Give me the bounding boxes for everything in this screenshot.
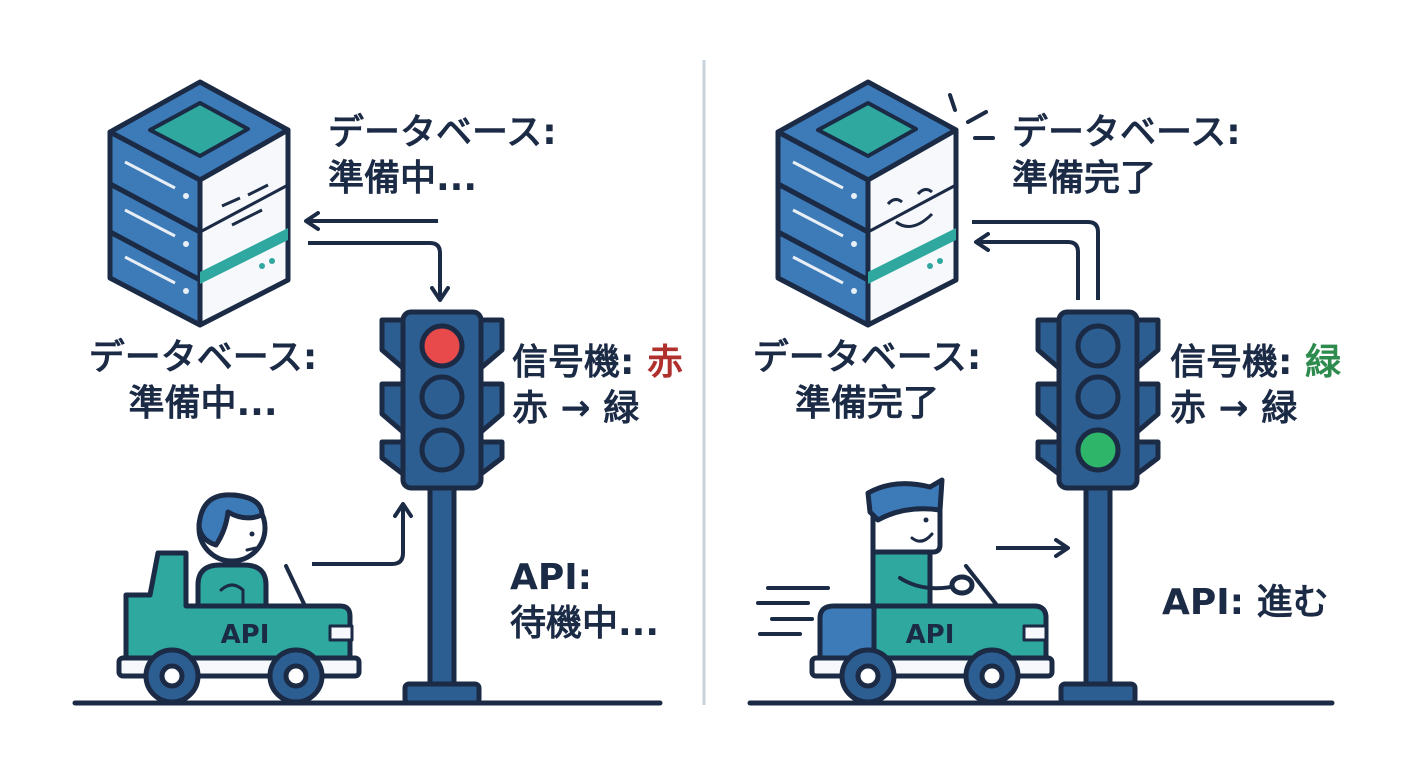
- right-speed-lines: [756, 586, 830, 636]
- right-db-status-bottom-line2: 準備完了: [794, 383, 939, 424]
- right-panel: API: [747, 79, 1335, 706]
- left-arrow-db-to-signal: [308, 241, 450, 302]
- left-db-status-top: データベース: 準備中...: [328, 110, 557, 202]
- right-db-status-bottom-line1: データベース:: [752, 337, 982, 378]
- left-signal-transition: 赤 → 緑: [512, 388, 640, 429]
- right-arrow-signal-to-database: [972, 220, 1100, 300]
- right-db-status-top-line2: 準備完了: [1012, 158, 1157, 199]
- left-db-status-bottom-line2: 準備中...: [128, 383, 278, 424]
- right-db-status-top-line1: データベース:: [1012, 112, 1241, 153]
- left-green-light: [419, 427, 465, 473]
- left-yellow-light: [419, 374, 465, 420]
- right-signal-state: 緑: [1304, 342, 1341, 383]
- right-arrow-signal-to-database-head: [974, 232, 1080, 300]
- right-signal-transition: 赤 → 緑: [1170, 388, 1298, 429]
- left-db-status-top-line1: データベース:: [328, 112, 557, 153]
- right-green-light: [1075, 427, 1121, 473]
- right-car-label: API: [906, 620, 955, 650]
- right-sparkle-icon: [948, 93, 995, 140]
- right-traffic-light: [1035, 309, 1161, 706]
- right-signal-status: 信号機: 緑 赤 → 緑: [1170, 340, 1341, 432]
- left-signal-status: 信号機: 赤 赤 → 緑: [512, 340, 683, 432]
- left-api-status: API: 待機中...: [510, 555, 659, 647]
- left-red-light: [419, 323, 465, 369]
- left-traffic-light: [379, 309, 505, 706]
- right-db-status-top: データベース: 準備完了: [1012, 110, 1241, 202]
- right-api-status: API: 進む: [1162, 582, 1329, 623]
- left-panel: API: [72, 79, 663, 706]
- left-db-status-bottom-line1: データベース:: [88, 337, 318, 378]
- left-api-status-line1: API:: [510, 557, 593, 598]
- right-api-car: API: [809, 477, 1055, 705]
- left-arrow-car-to-signal: [312, 502, 413, 566]
- left-car-label: API: [221, 620, 270, 650]
- left-api-car: API: [116, 492, 362, 705]
- right-signal-prefix: 信号機:: [1170, 342, 1293, 383]
- right-database-server-icon: [775, 79, 959, 328]
- left-signal-state: 赤: [646, 342, 683, 383]
- left-signal-prefix: 信号機:: [512, 342, 635, 383]
- left-db-status-bottom: データベース: 準備中...: [78, 335, 328, 427]
- right-db-status-bottom: データベース: 準備完了: [742, 335, 992, 427]
- left-api-status-line2: 待機中...: [510, 603, 660, 644]
- left-database-server-icon: [107, 79, 291, 328]
- right-red-light: [1075, 323, 1121, 369]
- right-yellow-light: [1075, 374, 1121, 420]
- left-db-status-top-line2: 準備中...: [328, 158, 478, 199]
